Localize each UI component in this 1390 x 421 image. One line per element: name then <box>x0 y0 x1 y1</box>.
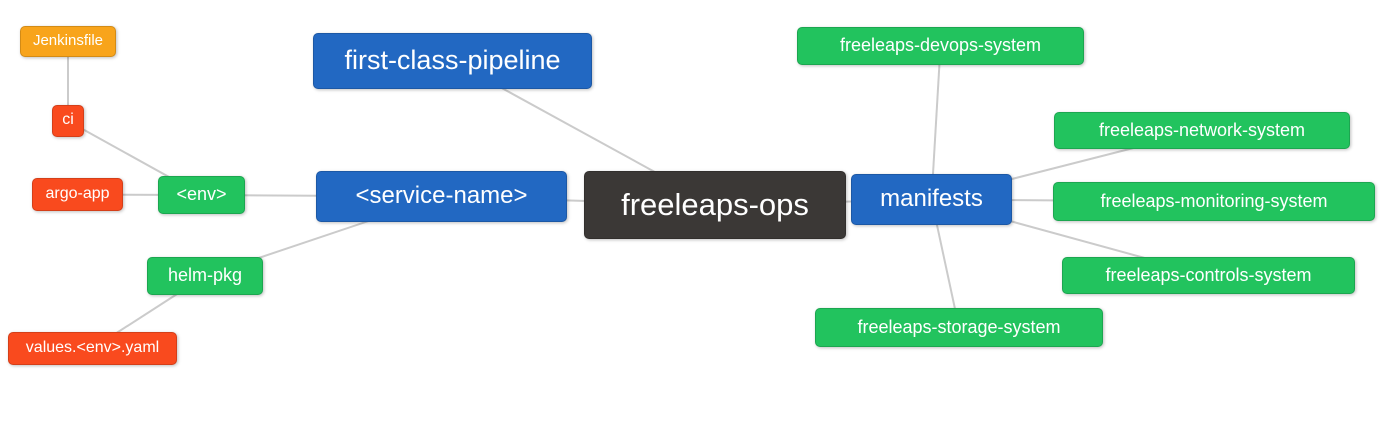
node-manifests[interactable]: manifests <box>851 174 1012 225</box>
node-helm-pkg[interactable]: helm-pkg <box>147 257 263 295</box>
node-freeleaps-network-system[interactable]: freeleaps-network-system <box>1054 112 1350 149</box>
node-jenkinsfile[interactable]: Jenkinsfile <box>20 26 116 57</box>
node-freeleaps-monitoring-system[interactable]: freeleaps-monitoring-system <box>1053 182 1375 221</box>
node-ci[interactable]: ci <box>52 105 84 137</box>
node-freeleaps-devops-system[interactable]: freeleaps-devops-system <box>797 27 1084 65</box>
node-freeleaps-controls-system[interactable]: freeleaps-controls-system <box>1062 257 1355 294</box>
node-freeleaps-ops[interactable]: freeleaps-ops <box>584 171 846 239</box>
node-values-env-yaml[interactable]: values.<env>.yaml <box>8 332 177 365</box>
edge-manifests--freeleaps-devops-system <box>930 45 942 200</box>
node-argo-app[interactable]: argo-app <box>32 178 123 211</box>
node-service-name[interactable]: <service-name> <box>316 171 567 222</box>
node-first-class-pipeline[interactable]: first-class-pipeline <box>313 33 592 89</box>
node-freeleaps-storage-system[interactable]: freeleaps-storage-system <box>815 308 1103 347</box>
node-env[interactable]: <env> <box>158 176 245 214</box>
